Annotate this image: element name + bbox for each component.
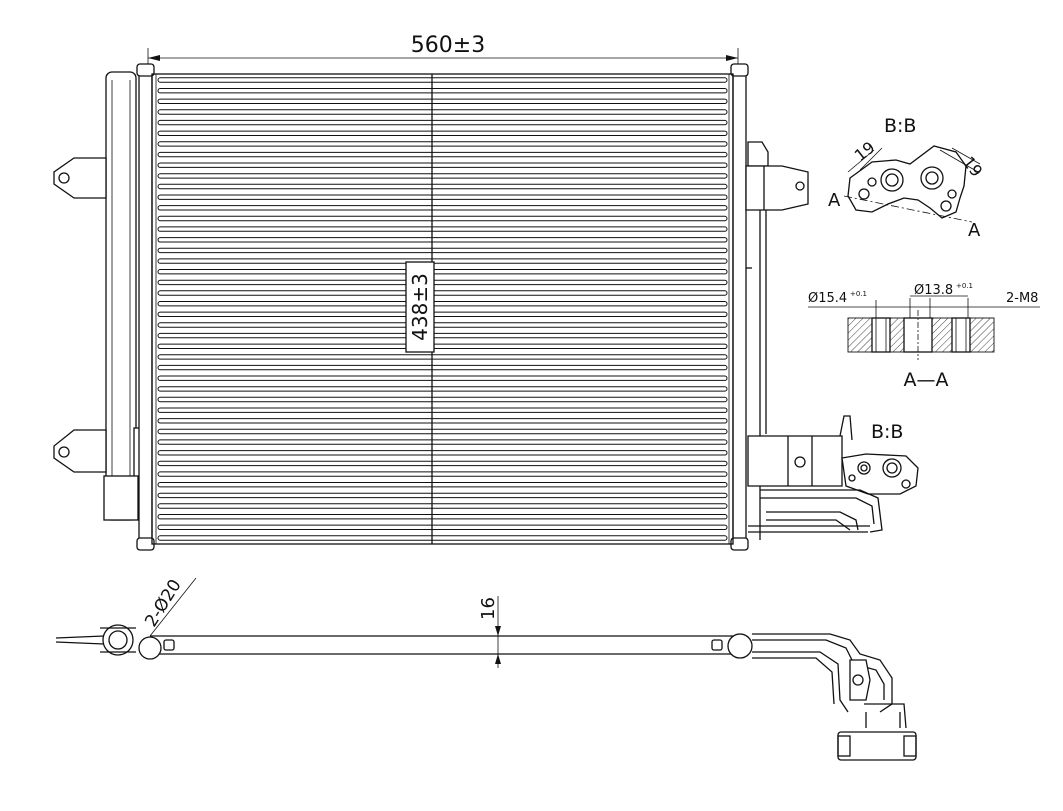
height-dimension: 438±3 <box>405 261 435 353</box>
right-upper-bracket <box>745 141 809 540</box>
core-tube <box>157 98 728 104</box>
core-tube <box>157 151 728 158</box>
core-tube <box>157 396 728 403</box>
bore-large-label: Ø15.4 <box>808 291 847 306</box>
pipe-dia-label: 2-Ø20 <box>141 576 186 631</box>
flange-left-dim-label: 19 <box>851 138 879 166</box>
core-tube <box>157 205 728 211</box>
side-view: 2-Ø20 16 <box>55 576 917 761</box>
section-mark-right: A <box>968 220 981 241</box>
core-tube <box>157 418 728 424</box>
core-tube <box>157 524 728 530</box>
bore-small-tol: +0.1 <box>956 282 973 290</box>
core-tube <box>157 311 728 318</box>
left-bracket-upper <box>53 157 107 199</box>
bore-large-tol: +0.1 <box>850 290 867 298</box>
core-tube <box>157 279 728 286</box>
thickness-label: 16 <box>478 597 499 620</box>
receiver-drier <box>103 71 145 521</box>
core-tube <box>157 247 728 254</box>
core-tube <box>157 386 728 392</box>
core-tube <box>157 503 728 509</box>
core-tube <box>157 183 728 190</box>
core-tube <box>157 354 728 360</box>
core-tube <box>157 514 728 520</box>
section-label: A—A <box>904 369 949 391</box>
view-b-side-label: B:B <box>871 421 903 443</box>
core-tube <box>157 407 728 413</box>
core-tube <box>157 269 728 275</box>
bore-small-label: Ø13.8 <box>914 283 953 298</box>
core-tube <box>157 226 728 232</box>
core-tube <box>157 173 728 179</box>
core-tube <box>157 77 728 83</box>
core-tube <box>157 322 728 328</box>
core-tube <box>157 439 728 445</box>
core-tube <box>157 119 728 126</box>
core-tube <box>157 215 728 222</box>
core-tube <box>157 492 728 499</box>
core-tubes <box>157 77 728 541</box>
core-tube <box>157 109 728 115</box>
core-tube <box>157 141 728 147</box>
core-tube <box>157 290 728 296</box>
core-tube <box>157 88 728 94</box>
width-dimension: 560±3 <box>147 33 739 78</box>
core-tube <box>157 258 728 264</box>
core-tube <box>157 301 728 307</box>
section-mark-left: A <box>828 190 841 211</box>
core-tube <box>157 364 728 371</box>
core-frame <box>151 73 734 545</box>
section-view: Ø15.4 +0.1 Ø13.8 +0.1 2-M8 A—A <box>808 282 1040 391</box>
height-dimension-label: 438±3 <box>408 273 432 341</box>
core-tube <box>157 375 728 381</box>
thread-label: 2-M8 <box>1006 291 1038 306</box>
left-bracket-lower <box>53 429 107 473</box>
width-dimension-label: 560±3 <box>411 33 485 58</box>
left-header <box>136 63 155 551</box>
core-tube <box>157 471 728 477</box>
core-tube <box>157 428 728 435</box>
core-tube <box>157 130 728 137</box>
core-tube <box>157 535 728 541</box>
core-tube <box>157 450 728 456</box>
core-tube <box>157 460 728 467</box>
core-tube <box>157 162 728 168</box>
view-b-top-label: B:B <box>884 115 916 137</box>
right-lower-fitting <box>747 415 919 533</box>
core-tube <box>157 482 728 488</box>
core-tube <box>157 332 728 339</box>
core-tube <box>157 343 728 350</box>
core-tube <box>157 194 728 200</box>
front-view: 560±3 <box>53 33 919 551</box>
detail-flange-view: B:B 19 19 A A <box>828 115 986 241</box>
core-tube <box>157 237 728 243</box>
